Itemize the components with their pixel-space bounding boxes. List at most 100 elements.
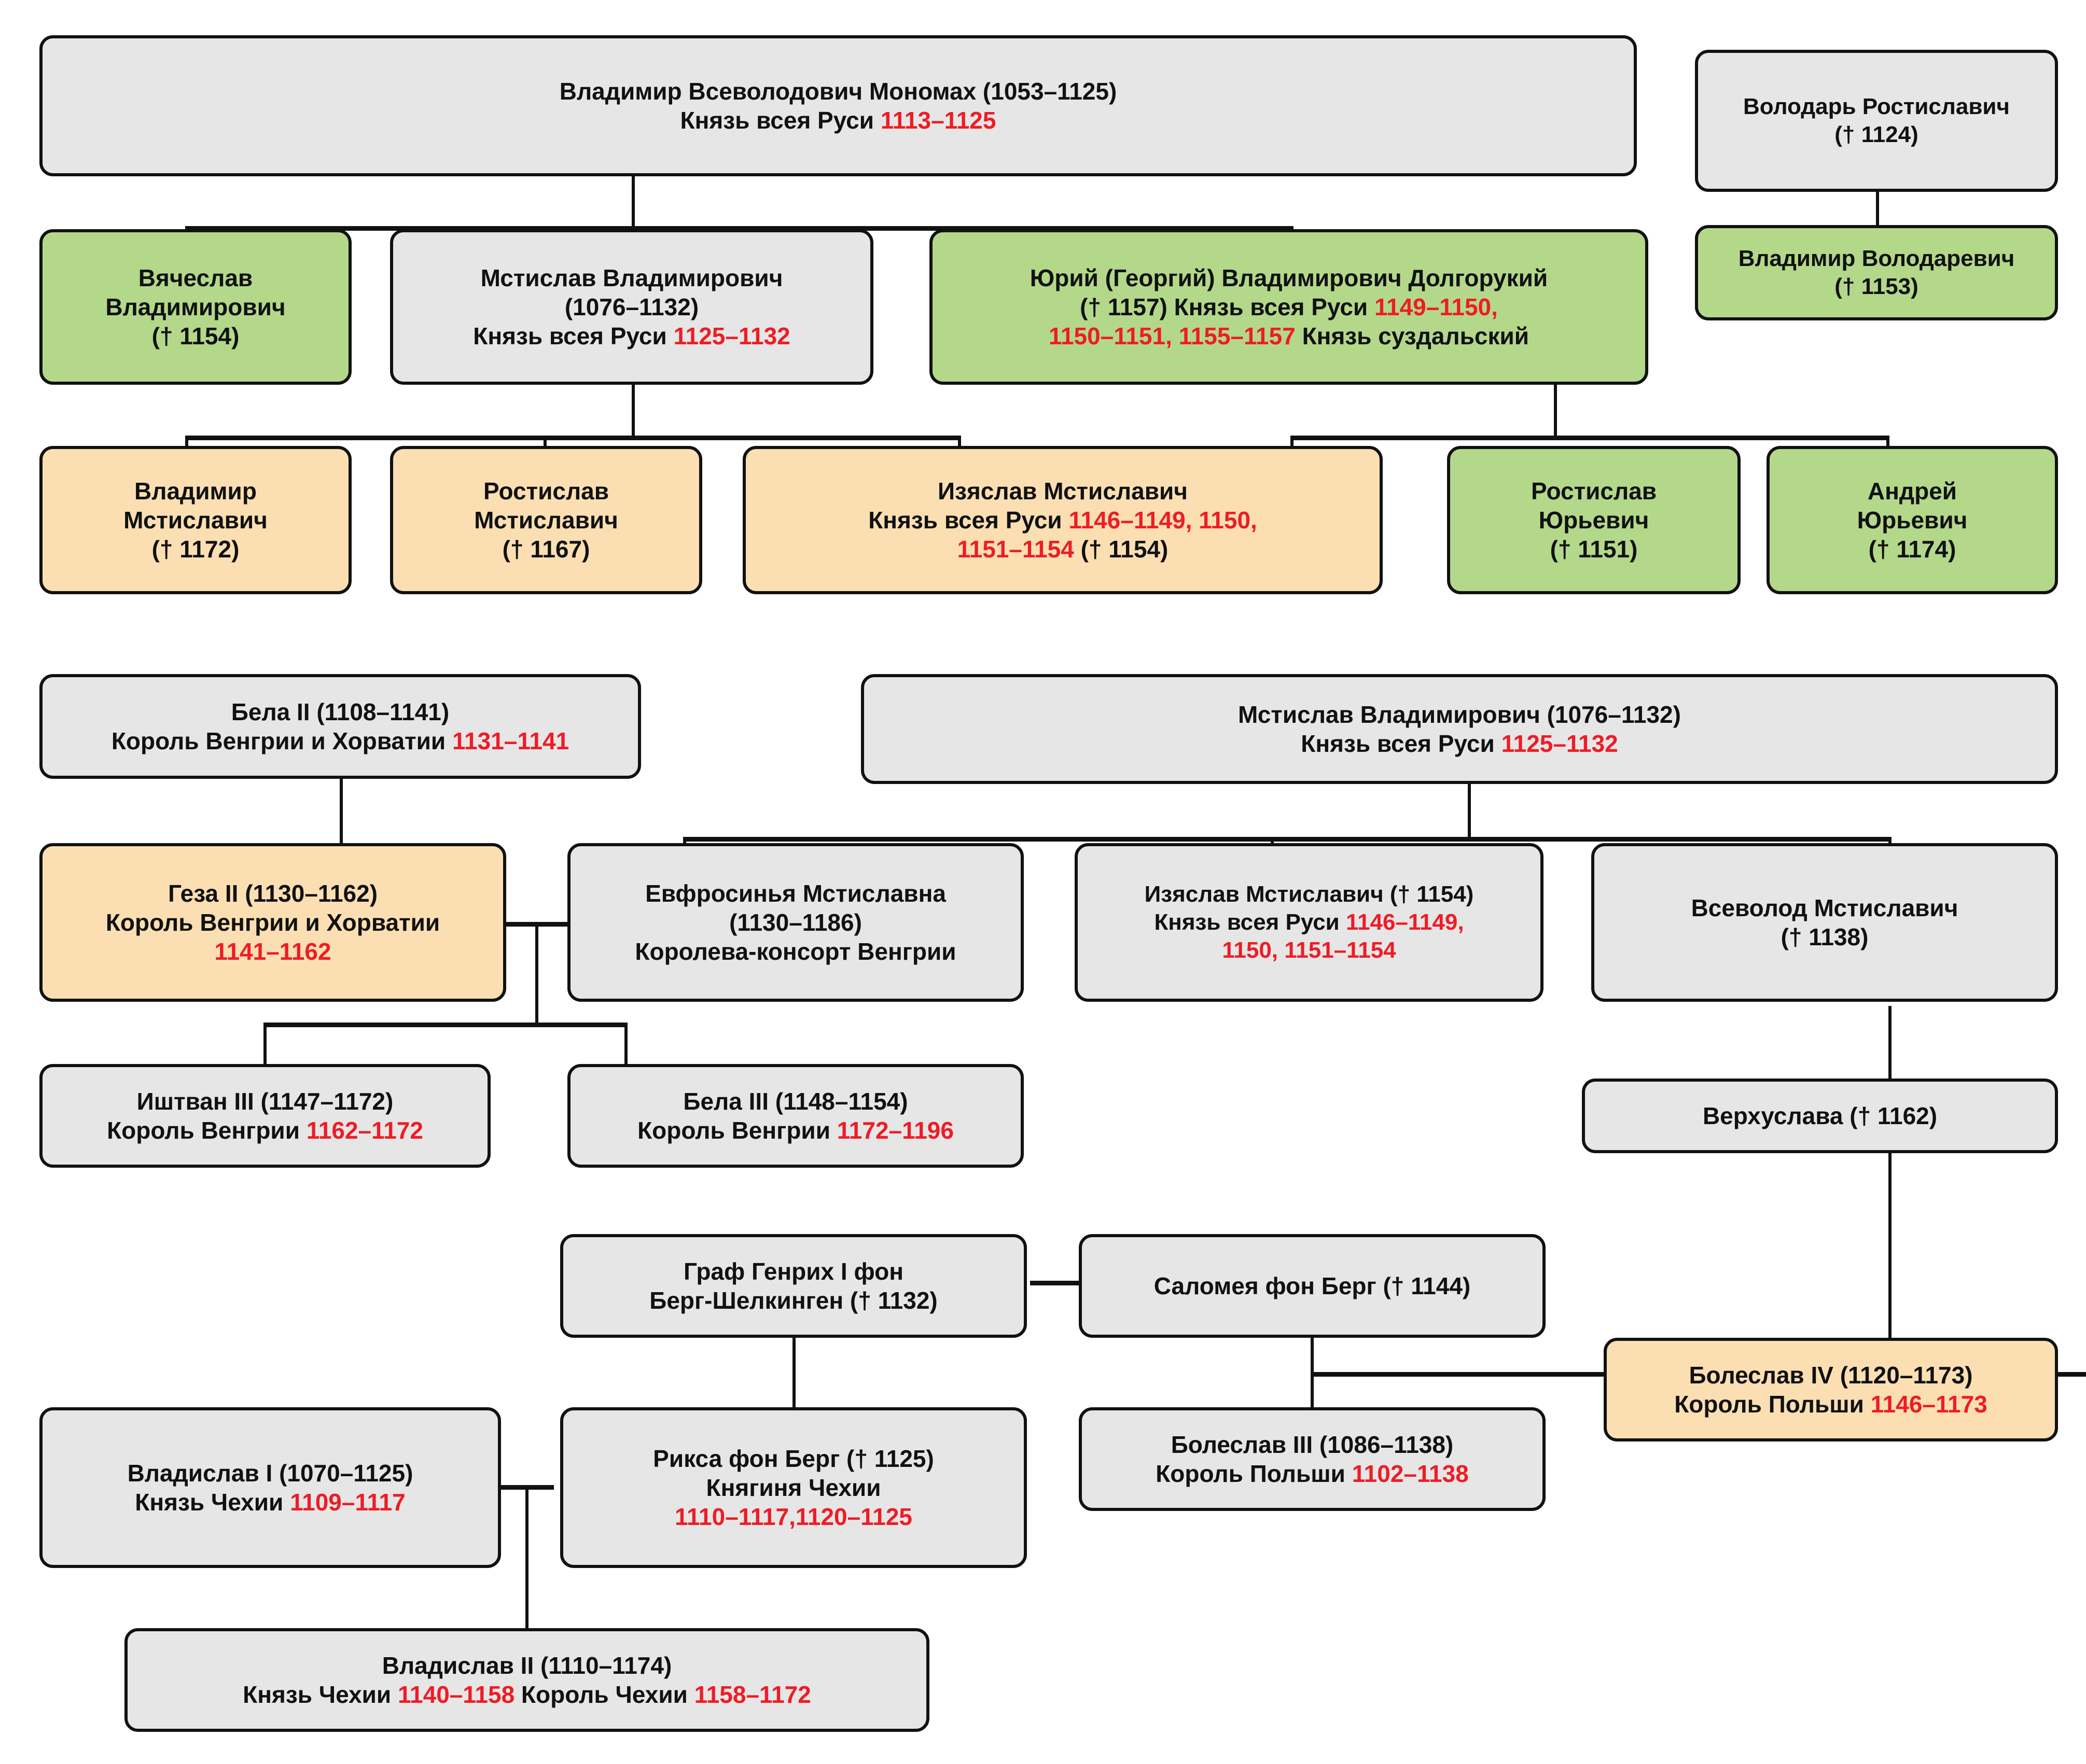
node-text-line2: Мстиславич xyxy=(474,506,618,534)
node-text-line1: Володарь Ростиславич xyxy=(1743,94,2010,120)
node-bela-iii[interactable]: Бела III (1148–1154) Король Венгрии 1172… xyxy=(567,1064,1024,1168)
node-ishtvan-iii[interactable]: Иштван III (1147–1172) Король Венгрии 11… xyxy=(39,1064,491,1168)
node-verkhuslava[interactable]: Верхуслава († 1162) xyxy=(1582,1079,2058,1153)
connector-salomea-stem xyxy=(1311,1336,1314,1435)
node-text-line3: († 1154) xyxy=(151,323,240,350)
connector-to-vladislav2 xyxy=(525,1485,529,1647)
node-mstislav-vladimirovich-mid[interactable]: Мстислав Владимирович (1076–1132) Князь … xyxy=(861,674,2058,784)
reign-years: 1131–1141 xyxy=(452,727,569,754)
connector-mstislav-mid-bus xyxy=(683,837,1892,842)
node-text-line1: Владислав II (1110–1174) xyxy=(382,1651,672,1679)
node-riksa-von-berg[interactable]: Рикса фон Берг († 1125) Княгиня Чехии 11… xyxy=(560,1407,1027,1568)
node-text-line2-label: Князь всея Руси xyxy=(680,107,881,134)
node-text-line2-label: Князь всея Руси xyxy=(1301,730,1501,757)
node-vladislav-ii[interactable]: Владислав II (1110–1174) Князь Чехии 114… xyxy=(124,1628,929,1732)
reign-years: 1109–1117 xyxy=(290,1489,406,1516)
reign-years-2: 1151–1154 xyxy=(957,536,1074,563)
node-text-line1: Бела II (1108–1141) xyxy=(231,698,450,725)
reign-years-2: 1150–1151, 1155–1157 xyxy=(1048,323,1296,350)
connector-verkhuslava-to-boleslav4 xyxy=(1888,1152,1892,1343)
node-text-line1: Владимир Всеволодович Мономах (1053–1125… xyxy=(559,77,1117,105)
node-evfrosinya-mstislavna[interactable]: Евфросинья Мстиславна (1130–1186) Короле… xyxy=(567,843,1024,1002)
node-vsevolod-mstislavich[interactable]: Всеволод Мстиславич († 1138) xyxy=(1591,843,2058,1002)
node-text-line1: Вячеслав xyxy=(138,264,253,291)
node-text-line3: († 1172) xyxy=(151,536,240,563)
node-text-line3-label: Князь всея Руси xyxy=(473,323,674,350)
node-text-line2-label-a: Князь Чехии xyxy=(243,1681,398,1708)
connector-volodar-to-son xyxy=(1876,192,1879,225)
reign-years: 1146–1173 xyxy=(1870,1391,1987,1418)
node-text-line1: Мстислав Владимирович xyxy=(480,264,783,291)
connector-yuri-stem xyxy=(1554,385,1557,439)
node-vladimir-volodarevich[interactable]: Владимир Володаревич († 1153) xyxy=(1695,225,2058,320)
node-text-line1: Верхуслава († 1162) xyxy=(1702,1102,1938,1129)
node-graf-genrih-i[interactable]: Граф Генрих I фон Берг-Шелкинген († 1132… xyxy=(560,1234,1027,1338)
node-text-line3: († 1174) xyxy=(1868,536,1956,563)
node-text-line1: Геза II (1130–1162) xyxy=(168,879,378,907)
connector-monomakh-bus xyxy=(185,226,1294,231)
node-text-line1: Саломея фон Берг († 1144) xyxy=(1153,1272,1471,1299)
node-mstislav-vladimirovich-top[interactable]: Мстислав Владимирович (1076–1132) Князь … xyxy=(390,229,873,385)
connector-yuri-bus xyxy=(1290,436,1889,440)
node-vladislav-i[interactable]: Владислав I (1070–1125) Князь Чехии 1109… xyxy=(39,1407,501,1568)
node-text-line2-label: Князь всея Руси xyxy=(1154,909,1346,935)
node-text-line2: Владимирович xyxy=(105,293,286,320)
reign-years-1: 1149–1150, xyxy=(1374,293,1498,320)
node-rostislav-mstislavich[interactable]: Ростислав Мстиславич († 1167) xyxy=(390,446,702,594)
reign-years-1: 1140–1158 xyxy=(397,1681,515,1708)
node-geza-ii[interactable]: Геза II (1130–1162) Король Венгрии и Хор… xyxy=(39,843,506,1002)
connector-bela2-to-geza2 xyxy=(340,778,343,844)
node-text-line2: Мстиславич xyxy=(123,506,268,534)
connector-geza-children-bus xyxy=(263,1023,628,1027)
node-text-line1: Владислав I (1070–1125) xyxy=(127,1459,413,1487)
connector-vsevolod-to-verkhuslava xyxy=(1888,1006,1892,1080)
reign-years-1: 1146–1149, xyxy=(1345,909,1464,935)
connector-geza-children-stem xyxy=(535,922,538,1026)
node-text-line1: Всеволод Мстиславич xyxy=(1691,894,1958,921)
node-text-line2-a: († 1157) Князь всея Руси xyxy=(1080,293,1374,320)
node-text-line3: († 1151) xyxy=(1550,536,1638,563)
reign-years-2: 1150, 1151–1154 xyxy=(1222,937,1396,963)
node-text-line2-label: Король Польши xyxy=(1156,1460,1352,1487)
node-text-line1: Бела III (1148–1154) xyxy=(683,1087,908,1115)
node-vladimir-mstislavich[interactable]: Владимир Мстиславич († 1172) xyxy=(39,446,352,594)
connector-mstislav-mid-stem xyxy=(1468,783,1471,840)
node-izyaslav-mstislavich-top[interactable]: Изяслав Мстиславич Князь всея Руси 1146–… xyxy=(743,446,1383,594)
node-vladimir-monomakh[interactable]: Владимир Всеволодович Мономах (1053–1125… xyxy=(39,35,1637,176)
node-volodar-rostislavich[interactable]: Володарь Ростиславич († 1124) xyxy=(1695,50,2058,192)
connector-monomakh-stem xyxy=(632,175,635,229)
node-text-line2: († 1153) xyxy=(1834,274,1918,299)
node-text-death: († 1154) xyxy=(1074,536,1169,563)
node-text-line3-b: Князь суздальский xyxy=(1295,323,1529,350)
reign-years: 1125–1132 xyxy=(1501,730,1618,757)
node-text-line2: († 1138) xyxy=(1781,923,1869,950)
connector-boleslav4-stub xyxy=(1587,1372,1618,1377)
node-rostislav-yurievich[interactable]: Ростислав Юрьевич († 1151) xyxy=(1447,446,1741,594)
node-yuri-dolgoruky[interactable]: Юрий (Георгий) Владимирович Долгорукий (… xyxy=(929,229,1648,385)
node-text-line2-label: Князь Чехии xyxy=(135,1489,290,1516)
reign-years: 1102–1138 xyxy=(1352,1460,1469,1487)
node-andrey-yurievich[interactable]: Андрей Юрьевич († 1174) xyxy=(1767,446,2058,594)
reign-years: 1113–1125 xyxy=(880,107,996,134)
node-text-line1: Юрий (Георгий) Владимирович Долгорукий xyxy=(1030,264,1548,291)
node-text-line1: Ростислав xyxy=(483,477,609,505)
reign-years: 1141–1162 xyxy=(214,938,331,965)
reign-years: 1110–1117,1120–1125 xyxy=(674,1503,913,1531)
node-bela-ii[interactable]: Бела II (1108–1141) Король Венгрии и Хор… xyxy=(39,674,641,779)
node-boleslav-iv[interactable]: Болеслав IV (1120–1173) Король Польши 11… xyxy=(1604,1338,2058,1441)
node-text-line2-label: Князь всея Руси xyxy=(868,506,1069,534)
node-boleslav-iii[interactable]: Болеслав III (1086–1138) Король Польши 1… xyxy=(1079,1407,1546,1511)
node-vyacheslav-vladimirovich[interactable]: Вячеслав Владимирович († 1154) xyxy=(39,229,352,385)
node-text-line2-label: Король Венгрии и Хорватии xyxy=(111,727,452,754)
reign-years: 1162–1172 xyxy=(306,1117,423,1144)
node-text-line2: (1076–1132) xyxy=(564,293,699,320)
node-salomea-von-berg[interactable]: Саломея фон Берг († 1144) xyxy=(1079,1234,1546,1338)
connector-mstislav-bus xyxy=(185,436,961,440)
node-text-line1: Владимир xyxy=(134,477,257,505)
node-izyaslav-mstislavich-mid[interactable]: Изяслав Мстиславич († 1154) Князь всея Р… xyxy=(1075,843,1543,1002)
node-text-line3: Королева-консорт Венгрии xyxy=(635,938,956,965)
node-text-line1: Мстислав Владимирович (1076–1132) xyxy=(1238,701,1681,728)
node-text-line2-label: Король Венгрии xyxy=(107,1117,307,1144)
node-text-line2-label: Король Венгрии xyxy=(637,1117,837,1144)
node-text-line2-label-b: Король Чехии xyxy=(514,1681,694,1708)
